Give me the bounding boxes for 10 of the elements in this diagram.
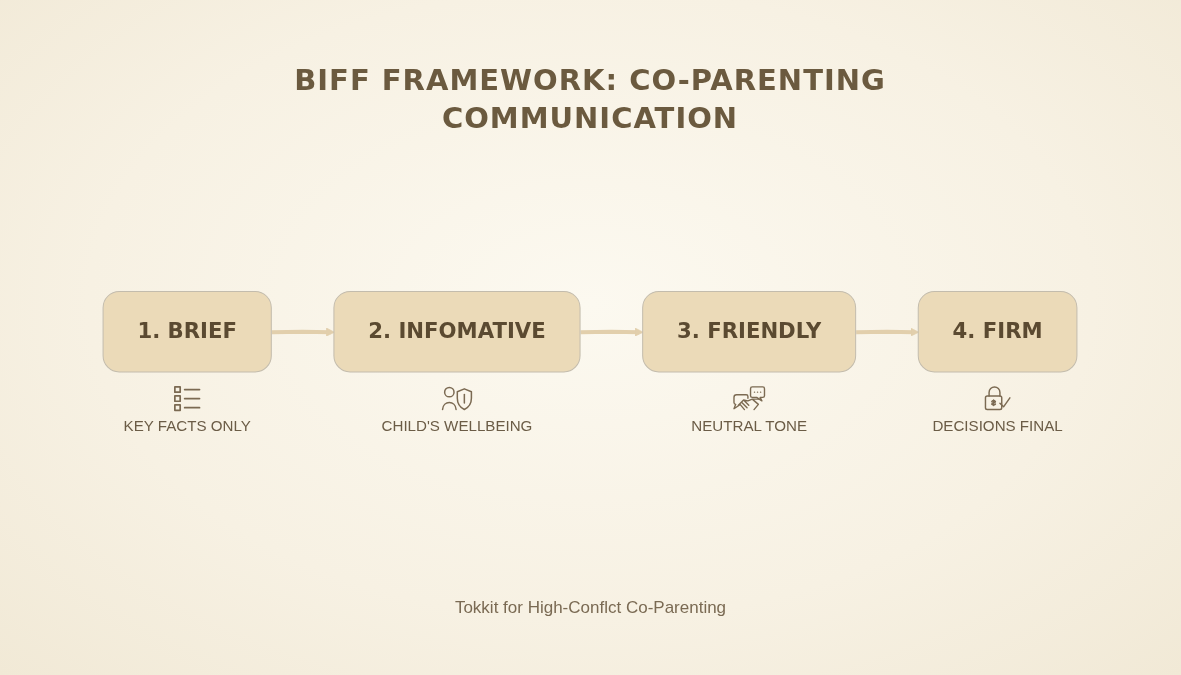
- step-caption: DECISIONS FINAL: [932, 417, 1063, 435]
- step-box: 1. BRIEF: [102, 291, 272, 373]
- diagram-title: BIFF FRAMEWORK: CO-PARENTING COMMUNICATION: [293, 62, 887, 137]
- step-caption: KEY FACTS ONLY: [123, 417, 251, 435]
- step-box: 2. INFOMATIVE: [333, 291, 581, 373]
- step-box: 4. FIRM: [917, 291, 1078, 373]
- step-caption: CHILD'S WELLBEING: [381, 417, 533, 435]
- step-box: 3. FRIENDLY: [642, 291, 857, 373]
- step-caption: NEUTRAL TONE: [691, 417, 807, 435]
- caption-text: Tokkit for High-Conflct Co-Parenting: [453, 598, 728, 618]
